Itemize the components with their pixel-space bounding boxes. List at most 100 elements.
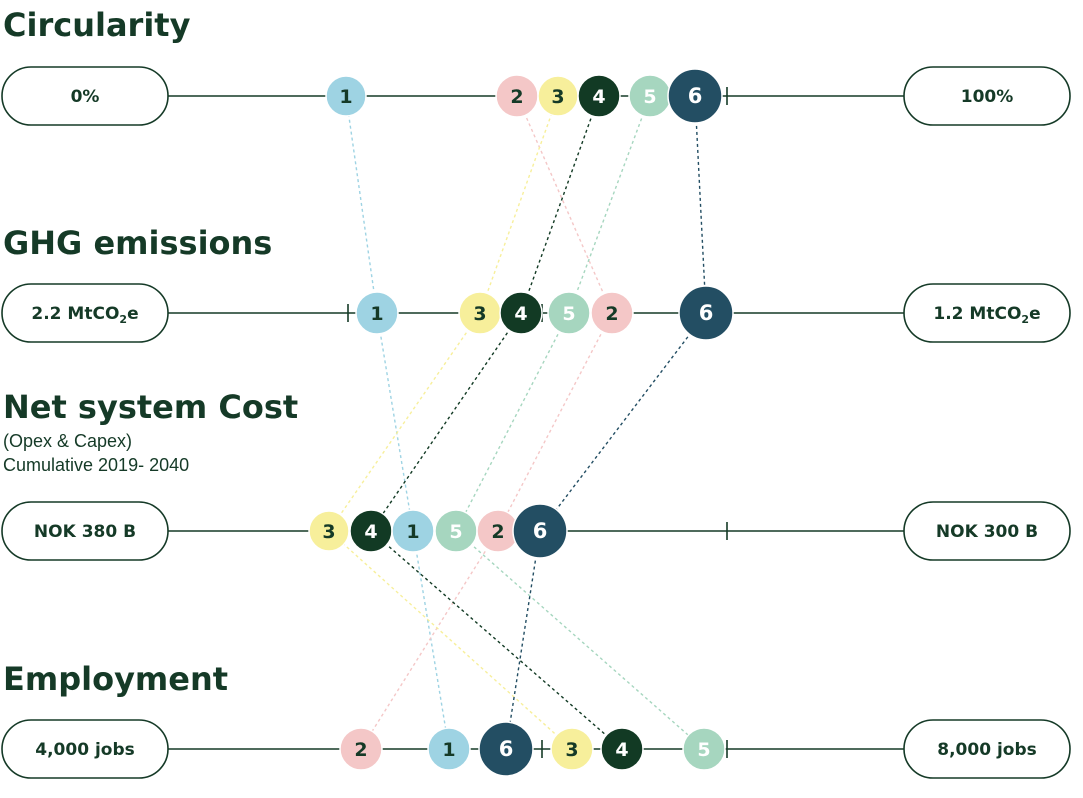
ghg-left-scale-pill (1, 283, 169, 343)
connector-scenario-2 (516, 95, 613, 314)
cost-scenario-node-3: 3 (308, 510, 350, 552)
employment-right-scale-label: 8,000 jobs (937, 740, 1037, 760)
connector-scenario-6 (539, 312, 707, 532)
scenario-node-number: 4 (592, 86, 605, 108)
connector-scenario-3 (328, 530, 573, 750)
employment-left-scale-pill (1, 719, 169, 779)
scenario-node-number: 3 (473, 303, 486, 325)
cost-scenario-node-5: 5 (434, 509, 478, 553)
ghg-scenario-node-2: 2 (590, 291, 634, 335)
ghg-right-scale-label: 1.2 MtCO2e (933, 304, 1040, 326)
connector-scenario-4 (370, 530, 623, 750)
ghg-scenario-node-4: 4 (499, 291, 543, 335)
cost-right-scale-pill (903, 501, 1071, 561)
scenario-node-number: 6 (688, 84, 703, 108)
connector-scenario-4 (370, 312, 522, 532)
scenario-node-number: 1 (406, 521, 419, 543)
connector-scenario-4 (520, 95, 600, 314)
circularity-scenario-node-6: 6 (667, 68, 723, 124)
ghg-section-title: GHG emissions (3, 224, 272, 262)
employment-left-scale-label: 4,000 jobs (35, 740, 135, 760)
connector-scenario-5 (568, 95, 651, 314)
employment-scenario-node-1: 1 (427, 727, 471, 771)
cost-subtitle-line: (Opex & Capex) (3, 431, 132, 451)
cost-section-title: Net system Cost (3, 388, 298, 426)
scenario-node-number: 4 (514, 303, 527, 325)
employment-scenario-node-5: 5 (682, 727, 726, 771)
scenario-node-number: 2 (510, 86, 523, 108)
ghg-left-scale-label: 2.2 MtCO2e (31, 304, 138, 326)
connector-scenario-6 (505, 530, 541, 750)
connector-scenario-6 (694, 95, 707, 314)
circularity-scenario-node-5: 5 (628, 74, 672, 118)
scenario-node-number: 1 (339, 86, 352, 108)
circularity-scenario-node-3: 3 (537, 75, 579, 117)
scenario-node-number: 6 (499, 737, 514, 761)
scenario-node-number: 3 (565, 739, 578, 761)
cost-scenario-node-6: 6 (512, 503, 568, 559)
scenario-node-circle (325, 75, 367, 117)
circularity-left-scale-pill (1, 66, 169, 126)
ghg-scenario-node-3: 3 (458, 291, 502, 335)
cost-subtitle-line: Cumulative 2019- 2040 (3, 455, 189, 475)
connector-scenario-1 (376, 312, 414, 532)
connector-scenario-5 (455, 530, 705, 750)
scenario-node-circle (682, 727, 726, 771)
scenario-node-circle (512, 503, 568, 559)
connector-scenario-2 (497, 312, 613, 532)
scenario-node-circle (499, 291, 543, 335)
scenario-node-circle (600, 727, 644, 771)
connector-lines (328, 95, 707, 750)
ghg-scenario-node-5: 5 (547, 291, 591, 335)
employment-scenario-node-6: 6 (478, 721, 534, 777)
scenario-node-circle (427, 727, 471, 771)
circularity-left-scale-label: 0% (71, 87, 100, 107)
employment-section-title: Employment (3, 660, 228, 698)
ghg-scenario-node-6: 6 (678, 285, 734, 341)
connector-scenario-1 (412, 530, 450, 750)
scenario-node-circle (577, 74, 621, 118)
scenario-node-number: 5 (562, 303, 575, 325)
employment-scenario-node-3: 3 (550, 727, 594, 771)
scenario-node-circle (590, 291, 634, 335)
scenario-node-circle (355, 291, 399, 335)
circularity-section-title: Circularity (3, 6, 191, 44)
scenario-node-number: 2 (491, 521, 504, 543)
cost-left-scale-label: NOK 380 B (34, 522, 136, 542)
circularity-scenario-node-4: 4 (577, 74, 621, 118)
scenario-node-number: 6 (699, 301, 714, 325)
employment-right-scale-pill (903, 719, 1071, 779)
circularity-scenario-node-1: 1 (325, 75, 367, 117)
circularity-right-scale-label: 100% (961, 87, 1014, 107)
scenario-node-circle (678, 285, 734, 341)
scenario-node-number: 4 (615, 739, 628, 761)
connector-scenario-1 (345, 95, 378, 314)
connector-scenario-2 (360, 530, 499, 750)
employment-scenario-node-2: 2 (339, 727, 383, 771)
scenario-node-number: 4 (364, 521, 377, 543)
scenario-node-number: 1 (442, 739, 455, 761)
scenario-node-circle (547, 291, 591, 335)
scenario-node-number: 2 (605, 303, 618, 325)
circularity-scenario-node-2: 2 (495, 74, 539, 118)
scenario-node-number: 3 (322, 521, 335, 543)
circularity-right-scale-pill (903, 66, 1071, 126)
scenario-node-number: 5 (449, 521, 462, 543)
employment-scenario-node-4: 4 (600, 727, 644, 771)
scenario-node-circle (478, 721, 534, 777)
scenario-node-number: 6 (533, 519, 548, 543)
ghg-right-scale-pill (903, 283, 1071, 343)
cost-left-scale-pill (1, 501, 169, 561)
scenario-node-number: 5 (697, 739, 710, 761)
scenario-node-number: 2 (354, 739, 367, 761)
scenario-node-number: 1 (370, 303, 383, 325)
cost-scenario-node-1: 1 (391, 509, 435, 553)
scenario-node-circle (308, 510, 350, 552)
ghg-scenario-node-1: 1 (355, 291, 399, 335)
connector-scenario-5 (455, 312, 570, 532)
scenario-node-number: 5 (643, 86, 656, 108)
